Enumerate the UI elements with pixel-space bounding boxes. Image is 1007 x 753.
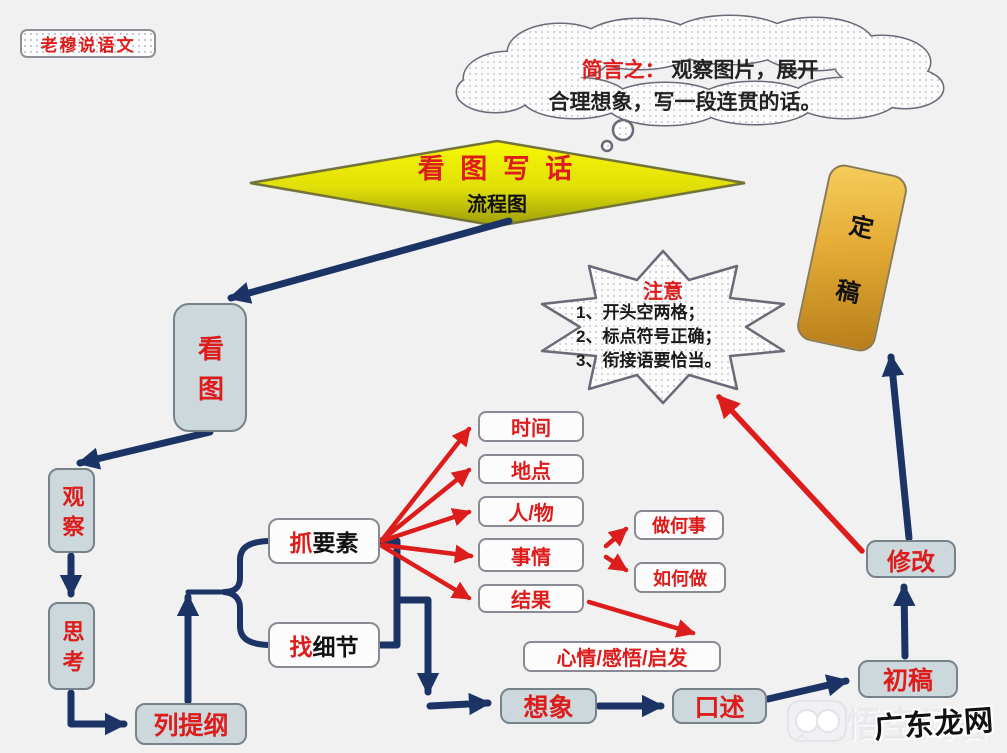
notice-item-1: 1、开头空两格； — [576, 303, 705, 322]
node-find-prefix: 找 — [289, 634, 313, 660]
cloud-lead-text: 简言之： — [581, 59, 666, 82]
notice-star-items: 1、开头空两格； 2、标点符号正确； 3、衔接语要恰当。 — [576, 301, 776, 373]
node-imagine: 想象 — [500, 688, 597, 724]
diamond-shape — [249, 139, 746, 228]
node-look-picture-label: 看图 — [194, 334, 225, 415]
node-place: 地点 — [478, 454, 584, 484]
author-badge: 老穆说语文 — [20, 29, 156, 58]
node-feelings: 心情/感悟/启发 — [523, 641, 721, 672]
node-observe-label: 观察 — [59, 484, 85, 545]
node-person-object: 人/物 — [478, 496, 584, 527]
notice-item-2: 2、标点符号正确； — [576, 327, 722, 346]
diamond-subtitle: 流程图 — [467, 194, 527, 216]
node-first-draft-label: 初稿 — [882, 667, 933, 695]
node-think-label: 思考 — [59, 620, 85, 680]
node-place-label: 地点 — [511, 460, 551, 483]
notice-star-shape — [540, 249, 786, 405]
node-outline-label: 列提纲 — [153, 712, 229, 740]
diamond-title-block: 看 图 写 话 流程图 — [337, 147, 657, 217]
node-feelings-label: 心情/感悟/启发 — [556, 648, 688, 670]
node-grab-prefix: 抓 — [289, 530, 313, 556]
node-final-draft: 定稿 — [794, 161, 910, 355]
node-find-suffix: 细节 — [312, 634, 359, 660]
node-result: 结果 — [478, 584, 584, 613]
node-grab-suffix: 要素 — [312, 530, 359, 556]
node-narrate-label: 口述 — [694, 694, 745, 722]
node-what-done: 做何事 — [634, 510, 724, 540]
notice-item-3: 3、衔接语要恰当。 — [576, 351, 722, 370]
node-how-done: 如何做 — [634, 562, 726, 593]
node-look-picture: 看图 — [173, 303, 247, 432]
node-revise-label: 修改 — [887, 548, 935, 576]
cloud-text-line1: 简言之： 观察图片，展开 — [480, 54, 920, 84]
thought-cloud-fill — [457, 16, 943, 125]
node-narrate: 口述 — [672, 688, 767, 724]
node-revise: 修改 — [866, 540, 956, 578]
cloud-text-line2-label: 合理想象，写一段连贯的话。 — [548, 91, 822, 114]
node-find-details: 找细节 — [268, 622, 380, 668]
node-person-object-label: 人/物 — [508, 503, 554, 525]
cloud-text-line2: 合理想象，写一段连贯的话。 — [465, 86, 905, 116]
watermark-site-label: 广东龙网 — [873, 704, 996, 746]
wukong-logo-icon — [787, 700, 847, 742]
navy-arrows — [59, 217, 916, 736]
red-arrows — [379, 394, 865, 638]
node-event-label: 事情 — [511, 546, 551, 569]
node-first-draft: 初稿 — [858, 660, 958, 698]
node-time-label: 时间 — [511, 418, 551, 440]
node-grab-elements: 抓要素 — [268, 518, 380, 564]
thought-bubble-tail — [600, 118, 635, 153]
node-final-draft-label: 定稿 — [820, 211, 875, 346]
node-time: 时间 — [478, 411, 584, 442]
node-how-done-label: 如何做 — [653, 568, 707, 589]
diamond-title: 看 图 写 话 — [417, 154, 577, 184]
author-badge-label: 老穆说语文 — [40, 36, 136, 55]
notice-star-title: 注意 — [643, 281, 683, 303]
node-observe: 观察 — [48, 468, 95, 553]
node-imagine-label: 想象 — [523, 694, 574, 722]
node-result-label: 结果 — [511, 590, 551, 612]
watermark-ghost-text: 悟空问答 — [846, 706, 995, 745]
node-what-done-label: 做何事 — [652, 516, 706, 536]
node-outline: 列提纲 — [135, 703, 247, 745]
node-think: 思考 — [48, 602, 95, 690]
node-event: 事情 — [478, 538, 584, 572]
cloud-text-rest: 观察图片，展开 — [671, 59, 819, 82]
